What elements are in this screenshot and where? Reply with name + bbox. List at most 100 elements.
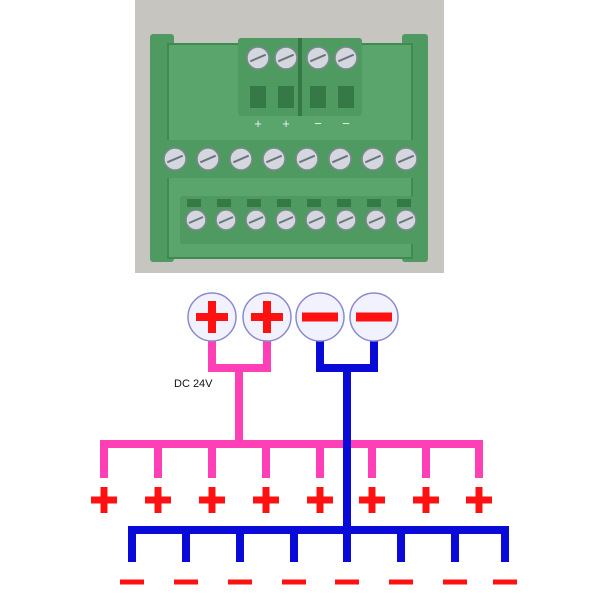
output-terminal-block-lower bbox=[180, 196, 418, 244]
input-wire-slot bbox=[310, 86, 326, 108]
plus-bar-v bbox=[316, 487, 324, 513]
screw-slot bbox=[309, 53, 327, 63]
positive-output-symbol bbox=[145, 487, 171, 513]
input-terminal-positive bbox=[187, 292, 237, 342]
plus-bar-v bbox=[208, 301, 216, 333]
positive-output-symbol bbox=[466, 487, 492, 513]
negative-bus bbox=[128, 338, 509, 562]
input-screw-row bbox=[246, 46, 358, 70]
output-screw-lower bbox=[275, 209, 297, 231]
output-screw-lower bbox=[335, 209, 357, 231]
negative-output-symbol bbox=[120, 579, 144, 585]
screw-slot bbox=[368, 216, 384, 224]
screw-slot bbox=[188, 216, 204, 224]
plus-bar-v bbox=[368, 487, 376, 513]
negative-output-symbol bbox=[335, 579, 359, 585]
positive-output-symbol bbox=[307, 487, 333, 513]
screw-slot bbox=[278, 216, 294, 224]
output-wire-slot bbox=[367, 199, 381, 207]
screw-slot bbox=[364, 154, 382, 164]
silkscreen-label: + bbox=[282, 116, 290, 131]
plus-bar-v bbox=[422, 487, 430, 513]
plus-bar-v bbox=[154, 487, 162, 513]
silkscreen-label: + bbox=[254, 116, 262, 131]
negative-bus-bar bbox=[128, 526, 509, 562]
output-screw-row-upper bbox=[163, 147, 418, 171]
screw-slot bbox=[265, 154, 283, 164]
negative-output-symbol bbox=[228, 579, 252, 585]
positive-output-symbol bbox=[413, 487, 439, 513]
output-screw-lower bbox=[245, 209, 267, 231]
negative-output-symbol bbox=[282, 579, 306, 585]
output-screw-lower bbox=[365, 209, 387, 231]
screw-slot bbox=[298, 154, 316, 164]
output-screw-upper bbox=[262, 147, 286, 171]
voltage-label: DC 24V bbox=[174, 378, 213, 390]
positive-output-symbol bbox=[91, 487, 117, 513]
input-terminal-negative bbox=[349, 292, 399, 342]
screw-slot bbox=[397, 154, 415, 164]
silkscreen-label: − bbox=[314, 116, 322, 131]
output-screw-upper bbox=[196, 147, 220, 171]
screw-slot bbox=[331, 154, 349, 164]
silkscreen-polarity-labels: ++−− bbox=[254, 116, 350, 131]
screw-slot bbox=[166, 154, 184, 164]
plus-bar-v bbox=[262, 487, 270, 513]
input-terminal-divider bbox=[298, 38, 302, 116]
output-wire-slot bbox=[187, 199, 201, 207]
output-wire-slot bbox=[277, 199, 291, 207]
negative-input-bridge bbox=[316, 338, 378, 372]
output-screw-lower bbox=[305, 209, 327, 231]
input-terminal-positive bbox=[242, 292, 292, 342]
positive-output-symbol bbox=[253, 487, 279, 513]
output-terminal-block-upper bbox=[158, 140, 420, 178]
output-wire-slot bbox=[217, 199, 231, 207]
positive-output-symbols bbox=[91, 487, 492, 513]
input-screw bbox=[274, 46, 298, 70]
input-wire-slot bbox=[250, 86, 266, 108]
input-screw bbox=[306, 46, 330, 70]
plus-bar-v bbox=[263, 301, 271, 333]
positive-output-symbol bbox=[359, 487, 385, 513]
screw-slot bbox=[308, 216, 324, 224]
plus-symbol bbox=[196, 301, 228, 333]
input-terminals bbox=[187, 292, 399, 342]
output-screw-upper bbox=[328, 147, 352, 171]
output-screw-upper bbox=[295, 147, 319, 171]
output-screw-lower bbox=[185, 209, 207, 231]
input-wire-slot bbox=[338, 86, 354, 108]
plus-bar-v bbox=[208, 487, 216, 513]
output-wire-slot bbox=[337, 199, 351, 207]
output-wire-slot bbox=[247, 199, 261, 207]
output-screw-upper bbox=[361, 147, 385, 171]
minus-symbol bbox=[356, 312, 392, 322]
screw-slot bbox=[337, 53, 355, 63]
plus-bar-v bbox=[475, 487, 483, 513]
negative-output-symbols bbox=[120, 579, 517, 585]
output-screw-row-lower bbox=[185, 199, 417, 231]
screw-slot bbox=[248, 216, 264, 224]
positive-bus bbox=[100, 338, 483, 478]
input-wire-slot-row bbox=[250, 86, 354, 108]
input-screw bbox=[334, 46, 358, 70]
output-screw-upper bbox=[163, 147, 187, 171]
negative-output-symbol bbox=[174, 579, 198, 585]
output-screw-lower bbox=[395, 209, 417, 231]
input-screw bbox=[246, 46, 270, 70]
output-screw-upper bbox=[229, 147, 253, 171]
screw-slot bbox=[277, 53, 295, 63]
screw-slot bbox=[398, 216, 414, 224]
screw-slot bbox=[199, 154, 217, 164]
output-wire-slot bbox=[307, 199, 321, 207]
positive-input-bridge bbox=[208, 338, 271, 372]
minus-symbol bbox=[302, 312, 338, 322]
positive-output-symbol bbox=[199, 487, 225, 513]
plus-bar-v bbox=[100, 487, 108, 513]
input-terminal-negative bbox=[295, 292, 345, 342]
negative-output-symbol bbox=[443, 579, 467, 585]
plus-symbol bbox=[251, 301, 283, 333]
screw-slot bbox=[249, 53, 267, 63]
screw-slot bbox=[232, 154, 250, 164]
